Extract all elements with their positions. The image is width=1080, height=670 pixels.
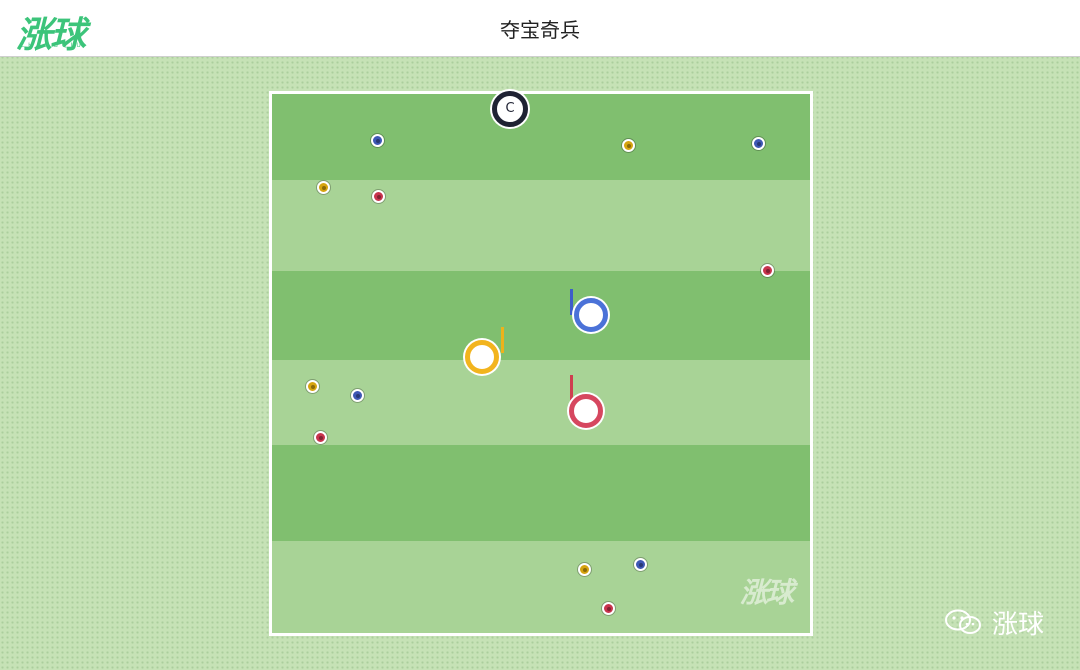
player-yellow	[622, 139, 635, 152]
flag-yellow-icon	[501, 327, 504, 353]
player-red	[602, 602, 615, 615]
wechat-account-label: 涨球	[992, 610, 1045, 640]
header-bar: 涨球 ZHANGQIU 夺宝奇兵	[0, 0, 1080, 57]
player-yellow	[317, 181, 330, 194]
pitch-stripe-light	[272, 541, 810, 633]
pitch-stripe-light	[272, 360, 810, 445]
player-blue	[351, 389, 364, 402]
flag-red-icon	[570, 375, 573, 401]
player-blue	[634, 558, 647, 571]
pitch-stripe-dark	[272, 271, 810, 360]
treasure-zone-blue	[574, 298, 608, 332]
player-blue	[752, 137, 765, 150]
treasure-zone-red	[569, 394, 603, 428]
brand-logo: 涨球	[16, 15, 86, 56]
brand-logo-subtext: ZHANGQIU	[20, 42, 85, 49]
pitch-stripe-dark	[272, 94, 810, 180]
flag-blue-icon	[570, 289, 573, 315]
player-red	[761, 264, 774, 277]
player-red	[314, 431, 327, 444]
player-blue	[371, 134, 384, 147]
page-title: 夺宝奇兵	[500, 18, 580, 42]
coach-marker: C	[492, 91, 528, 127]
wechat-icon	[945, 609, 981, 634]
player-red	[372, 190, 385, 203]
treasure-zone-yellow	[465, 340, 499, 374]
pitch-stripe-dark	[272, 445, 810, 541]
training-pitch: 涨球	[269, 91, 813, 636]
player-yellow	[578, 563, 591, 576]
pitch-stripe-light	[272, 180, 810, 271]
player-yellow	[306, 380, 319, 393]
field-watermark: 涨球	[739, 576, 794, 609]
